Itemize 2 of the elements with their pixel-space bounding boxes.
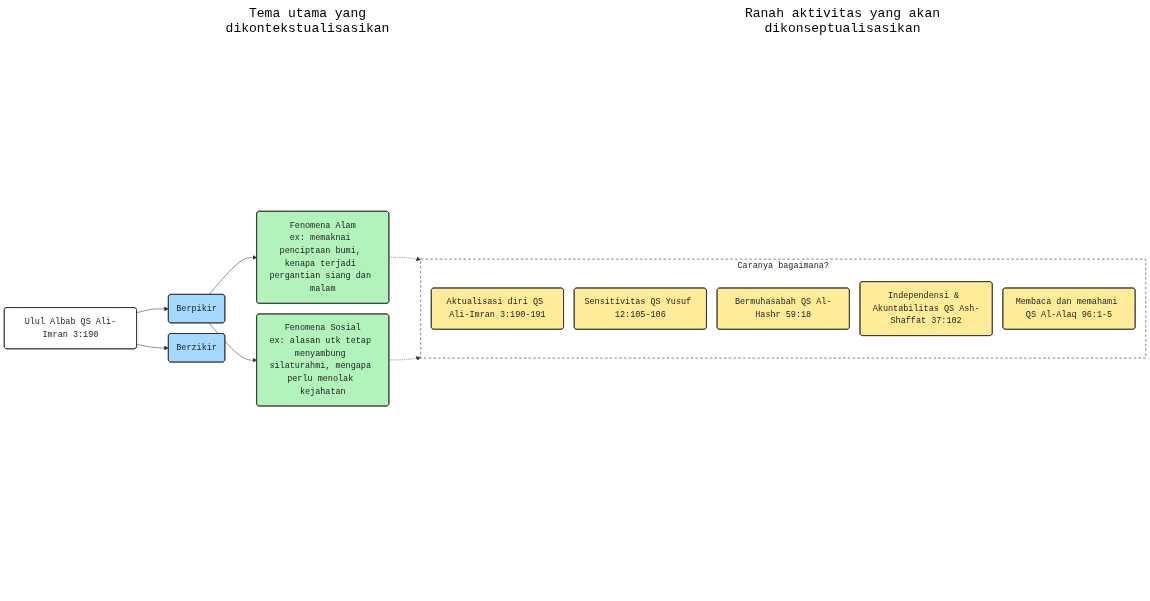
note-text: Tema utama yang dikontekstualisasikan	[224, 6, 391, 36]
note-text: Ranah aktivitas yang akan dikonseptualisasikan	[743, 6, 941, 36]
